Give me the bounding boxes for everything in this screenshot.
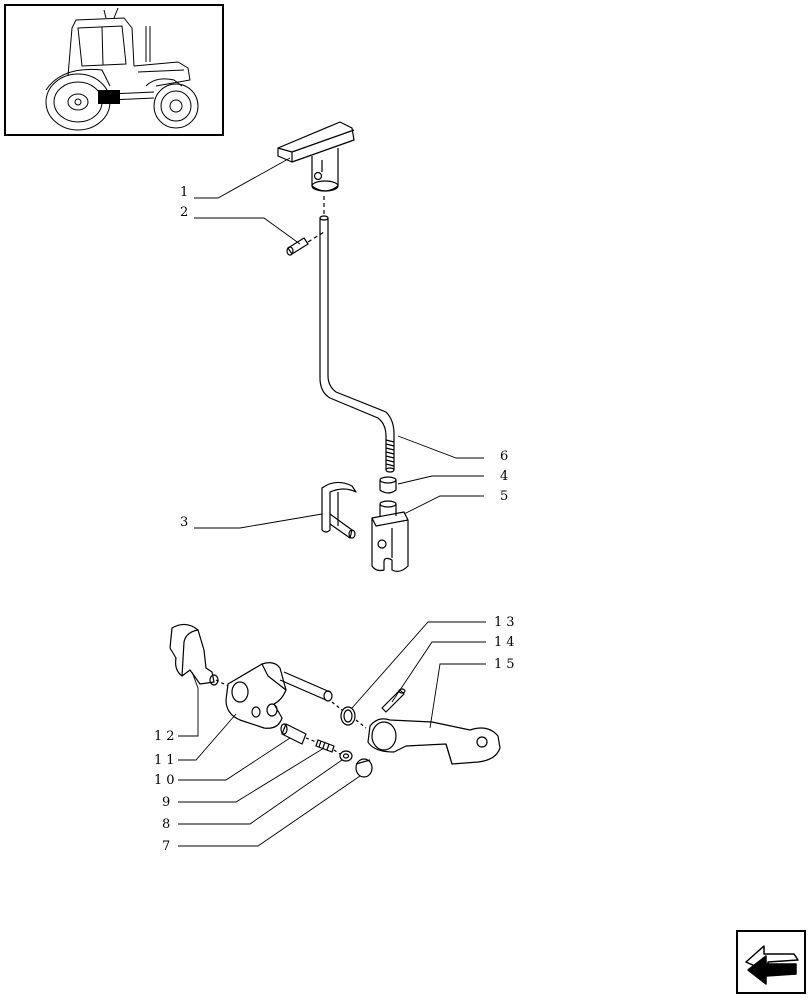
callout-8: 8 (162, 817, 170, 832)
callout-6: 6 (500, 449, 508, 464)
back-arrow-icon (745, 945, 799, 985)
callout-4: 4 (500, 469, 508, 484)
leader-15 (429, 663, 486, 729)
leader-6 (397, 435, 484, 459)
leader-4 (397, 475, 484, 485)
callout-12: 12 (154, 729, 179, 744)
leader-2 (194, 217, 301, 245)
tractor-thumbnail[interactable] (4, 4, 224, 136)
clevis (371, 500, 409, 572)
leader-5 (403, 495, 484, 515)
roll-pin (286, 237, 309, 256)
leader-13 (351, 621, 486, 709)
washer (339, 750, 353, 762)
callout-9: 9 (162, 795, 170, 810)
knob-handle (277, 121, 355, 192)
leader-8 (178, 759, 343, 825)
snap-ring (340, 706, 356, 726)
lock-nut (379, 476, 397, 494)
shift-fork (169, 623, 219, 686)
detent-spring (280, 723, 307, 745)
back-navigation-button[interactable] (736, 930, 806, 994)
leader-12 (178, 671, 199, 737)
location-marker (98, 90, 120, 104)
leader-3 (194, 513, 323, 529)
callout-labels: 1 2 3 4 5 6 7 8 9 10 11 12 13 14 15 (154, 185, 519, 854)
detent-pin (315, 739, 335, 753)
leader-9 (178, 747, 325, 803)
callout-5: 5 (500, 489, 508, 504)
split-pin (381, 688, 406, 713)
callout-2: 2 (180, 205, 188, 220)
leader-10 (178, 737, 291, 781)
callout-7: 7 (162, 839, 170, 854)
leader-7 (178, 775, 361, 847)
tractor-thumbnail-icon (45, 7, 199, 131)
plug (355, 758, 373, 778)
leader-1 (194, 157, 291, 199)
callout-3: 3 (180, 515, 188, 530)
leader-14 (391, 641, 486, 703)
callout-11: 11 (154, 753, 179, 768)
callout-15: 15 (494, 657, 519, 672)
callout-14: 14 (494, 635, 519, 650)
callout-13: 13 (494, 615, 519, 630)
gear-lever-rod (319, 196, 395, 473)
selector-housing (225, 662, 333, 729)
callout-1: 1 (180, 185, 188, 200)
callout-10: 10 (154, 773, 179, 788)
leader-11 (178, 713, 237, 761)
support-bracket (321, 481, 357, 539)
selector-lever-arm (367, 718, 501, 765)
